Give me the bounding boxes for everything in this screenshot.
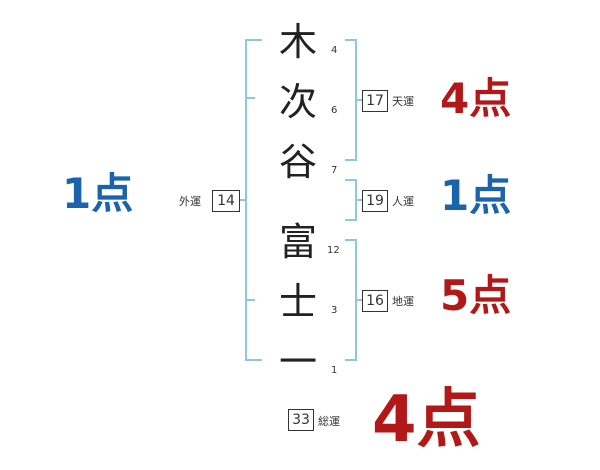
stroke-count-5: 3 — [331, 305, 338, 316]
name-char-5: 士 — [278, 280, 317, 324]
name-char-1: 木 — [278, 20, 317, 64]
tenun-score: 4点 — [440, 74, 512, 123]
chiun-value: 16 — [362, 290, 388, 312]
outer-bracket — [240, 39, 262, 361]
name-char-4: 富 — [278, 220, 317, 264]
stroke-count-4: 12 — [327, 245, 340, 256]
chiun-score: 5点 — [440, 271, 512, 320]
stroke-count-6: 1 — [331, 365, 338, 376]
stroke-count-1: 4 — [331, 45, 338, 56]
name-char-3: 谷 — [278, 140, 317, 184]
tenun-bracket — [345, 39, 362, 161]
chiun-label: 地運 — [392, 295, 414, 308]
souun-score: 4点 — [372, 383, 481, 457]
name-char-6: 一 — [278, 340, 317, 384]
name-char-2: 次 — [278, 80, 317, 124]
jinun-score: 1点 — [440, 171, 512, 220]
jinun-bracket — [345, 179, 362, 221]
jinun-label: 人運 — [392, 195, 414, 208]
stroke-count-2: 6 — [331, 105, 338, 116]
jinun-value: 19 — [362, 190, 388, 212]
gaiun-value: 14 — [212, 190, 240, 212]
souun-value: 33 — [288, 409, 314, 431]
tenun-label: 天運 — [392, 95, 414, 108]
gaiun-label: 外運 — [179, 195, 201, 208]
chiun-bracket — [345, 239, 362, 361]
souun-label: 総運 — [318, 415, 340, 428]
tenun-value: 17 — [362, 90, 388, 112]
stroke-count-3: 7 — [331, 165, 338, 176]
gaiun-score: 1点 — [62, 169, 134, 218]
